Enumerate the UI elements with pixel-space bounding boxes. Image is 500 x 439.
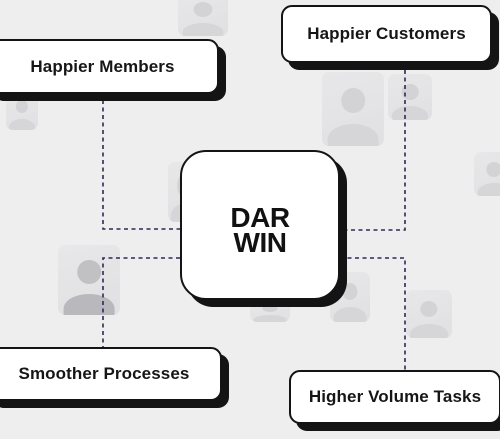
background-photo [250, 300, 290, 322]
logo-line-2: WIN [233, 227, 287, 258]
benefit-card-higher-volume-tasks: Higher Volume Tasks [289, 370, 500, 424]
background-photo [474, 152, 500, 196]
connector-smoother-processes [102, 257, 180, 347]
background-photo [330, 272, 370, 322]
darwin-logo-card: DAR WIN [180, 150, 340, 300]
background-photo [322, 72, 384, 146]
darwin-logo: DAR WIN [182, 202, 338, 258]
connector-happier-members [102, 100, 180, 230]
benefit-label: Higher Volume Tasks [308, 387, 482, 406]
background-photo [388, 74, 432, 120]
benefit-label: Smoother Processes [18, 364, 190, 383]
background-photo [58, 245, 120, 315]
background-photo [6, 92, 38, 130]
benefit-card-happier-members: Happier Members [0, 39, 219, 94]
background-photo [406, 290, 452, 338]
connector-higher-volume-tasks [340, 257, 406, 370]
benefit-card-happier-customers: Happier Customers [281, 5, 492, 63]
benefit-card-smoother-processes: Smoother Processes [0, 347, 222, 401]
connector-happier-customers [340, 70, 406, 231]
benefit-label: Happier Members [30, 56, 175, 76]
logo-line-1: DAR [230, 202, 290, 233]
background-photo [178, 0, 228, 36]
benefit-label: Happier Customers [307, 24, 466, 43]
